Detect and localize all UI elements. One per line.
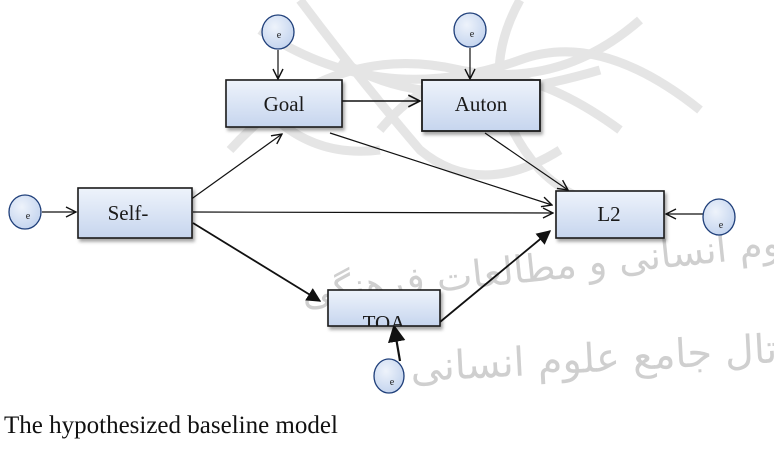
path-auton-to-l2 [484,132,568,190]
path-self-to-toa [192,222,322,302]
error-l2: e [702,198,736,236]
error-auton: e [453,12,487,48]
error-self-label: e [26,211,31,222]
error-goal-label: e [277,30,282,41]
node-self-label: Self- [108,201,149,225]
node-l2: L2 [555,190,665,239]
path-self-to-goal [189,134,282,201]
node-self: Self- [77,187,193,239]
node-toa: TOA [327,289,441,335]
node-l2-label: L2 [597,202,620,226]
path-arrows [189,101,568,323]
error-arrows [42,48,703,362]
path-goal-to-l2 [329,132,552,205]
error-goal: e [261,14,295,50]
node-goal-label: Goal [264,92,305,116]
node-toa-label: TOA [363,311,407,335]
error-toa-label: e [390,377,395,388]
error-toa: e [373,358,405,394]
figure-caption: The hypothesized baseline model [4,412,338,439]
path-toa-to-l2 [439,230,552,323]
node-goal: Goal [225,79,343,128]
path-self-to-l2 [192,212,553,213]
error-arrow-toa [388,324,406,362]
error-auton-label: e [470,29,475,40]
node-auton: Auton [421,79,541,132]
node-auton-label: Auton [455,92,508,116]
error-l2-label: e [719,220,724,231]
error-self: e [8,194,42,230]
